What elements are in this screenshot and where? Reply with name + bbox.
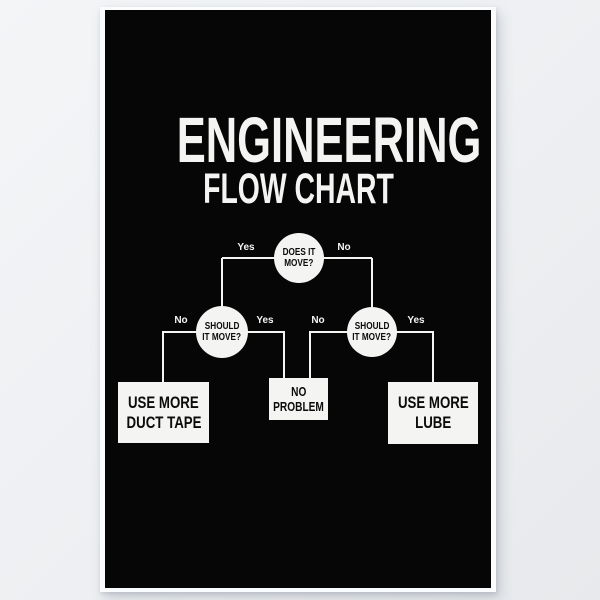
decision-node-text-line2: MOVE?	[284, 258, 314, 269]
outcome-box-use-more-duct-tape: USE MORE DUCT TAPE	[118, 382, 209, 443]
edge-left-yes-horizontal	[245, 331, 285, 333]
outcome-text-line2: LUBE	[414, 413, 452, 432]
edge-right-yes-horizontal	[394, 331, 434, 333]
decision-node-text-line2: IT MOVE?	[352, 332, 392, 343]
decision-node-should-it-move-right: SHOULD IT MOVE?	[347, 307, 397, 357]
decision-node-text-line1: SHOULD	[354, 321, 390, 332]
label-right-no: No	[311, 315, 325, 326]
decision-node-text-line1: DOES IT	[282, 247, 316, 258]
outcome-box-use-more-lube: USE MORE LUBE	[388, 382, 478, 444]
poster-print-area: ENGINEERING FLOW CHART Yes No No Yes No …	[105, 10, 491, 588]
poster: ENGINEERING FLOW CHART Yes No No Yes No …	[100, 7, 496, 592]
outcome-text-line1: NO	[290, 384, 307, 399]
outcome-text-line2: PROBLEM	[273, 399, 324, 414]
poster-subtitle-row: FLOW CHART	[105, 165, 491, 213]
decision-node-does-it-move: DOES IT MOVE?	[274, 233, 324, 283]
poster-subtitle: FLOW CHART	[202, 165, 394, 213]
edge-right-no-vertical	[309, 331, 311, 378]
outcome-text-line2: DUCT TAPE	[126, 412, 201, 432]
label-left-no: No	[174, 315, 188, 326]
label-root-yes: Yes	[237, 242, 255, 253]
poster-title: ENGINEERING	[176, 104, 482, 176]
edge-right-yes-vertical	[432, 331, 434, 382]
outcome-text-line1: USE MORE	[397, 393, 469, 412]
outcome-text-line1: USE MORE	[128, 392, 199, 412]
poster-title-block: ENGINEERING FLOW CHART	[105, 104, 491, 213]
edge-root-no-vertical	[371, 258, 373, 307]
decision-node-text-line2: IT MOVE?	[202, 332, 242, 343]
label-root-no: No	[337, 242, 351, 253]
edge-left-no-vertical	[162, 331, 164, 382]
decision-node-text-line1: SHOULD	[204, 321, 240, 332]
edge-left-yes-vertical	[283, 331, 285, 378]
outcome-box-no-problem: NO PROBLEM	[269, 378, 328, 420]
label-right-yes: Yes	[407, 315, 425, 326]
decision-node-should-it-move-left: SHOULD IT MOVE?	[196, 306, 248, 358]
edge-right-no-horizontal	[309, 331, 350, 333]
edge-root-yes-vertical	[221, 258, 223, 307]
label-left-yes: Yes	[256, 315, 274, 326]
edge-left-no-horizontal	[162, 331, 202, 333]
